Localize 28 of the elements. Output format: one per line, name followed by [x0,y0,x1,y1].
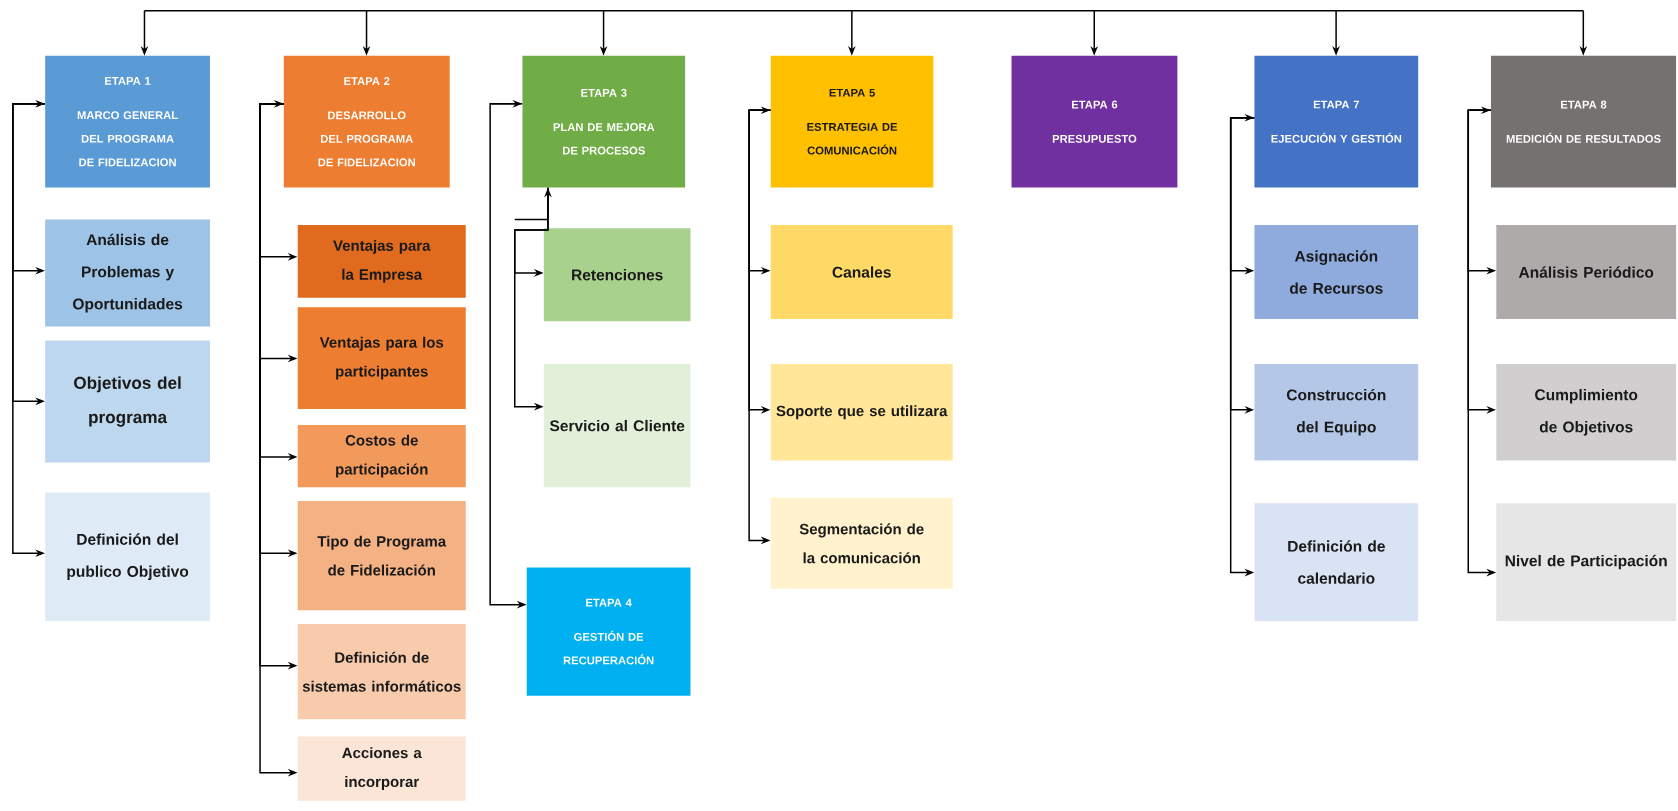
task-box: Costos de participación [297,425,466,488]
task-box: Nivel de Participación [1496,503,1677,621]
task-box: Acciones a incorporar [297,736,466,801]
task-box: Objetivos del programa [45,340,210,463]
task-box: Análisis de Problemas y Oportunidades [45,219,210,327]
stage-box: ETAPA 8 MEDICIÓN DE RESULTADOS [1490,55,1677,188]
task-box: Canales [770,224,953,320]
task-box: Asignación de Recursos [1254,224,1419,320]
task-box: Cumplimiento de Objetivos [1496,364,1677,461]
stage-box: ETAPA 1 MARCO GENERAL DEL PROGRAMA DE FIDELIZACION [45,55,210,188]
task-box: Soporte que se utilizara [770,364,953,461]
stage-box: ETAPA 6 PRESUPUESTO [1011,55,1178,188]
task-box: Definición de sistemas informáticos [297,624,466,720]
task-box: Ventajas para los participantes [297,307,466,409]
task-box: Segmentación de la comunicación [770,497,953,589]
task-box: Definición del publico Objetivo [45,492,210,621]
task-box: Análisis Periódico [1496,224,1677,320]
task-box: Servicio al Cliente [543,364,691,488]
task-box: Ventajas para la Empresa [297,224,466,298]
task-box: Tipo de Programa de Fidelización [297,500,466,611]
task-box: Retenciones [543,228,691,322]
stage-box: ETAPA 3 PLAN DE MEJORA DE PROCESOS [522,55,686,188]
stage-box: ETAPA 4 GESTIÓN DE RECUPERACIÓN [526,567,691,696]
stage-box: ETAPA 2 DESARROLLO DEL PROGRAMA DE FIDELIZACION [283,55,450,188]
stage-box: ETAPA 7 EJECUCIÓN Y GESTIÓN [1254,55,1419,188]
task-box: Construcción del Equipo [1254,364,1419,461]
task-box: Definición de calendario [1254,503,1419,621]
stage-box: ETAPA 5 ESTRATEGIA DE COMUNICACIÓN [770,55,934,188]
